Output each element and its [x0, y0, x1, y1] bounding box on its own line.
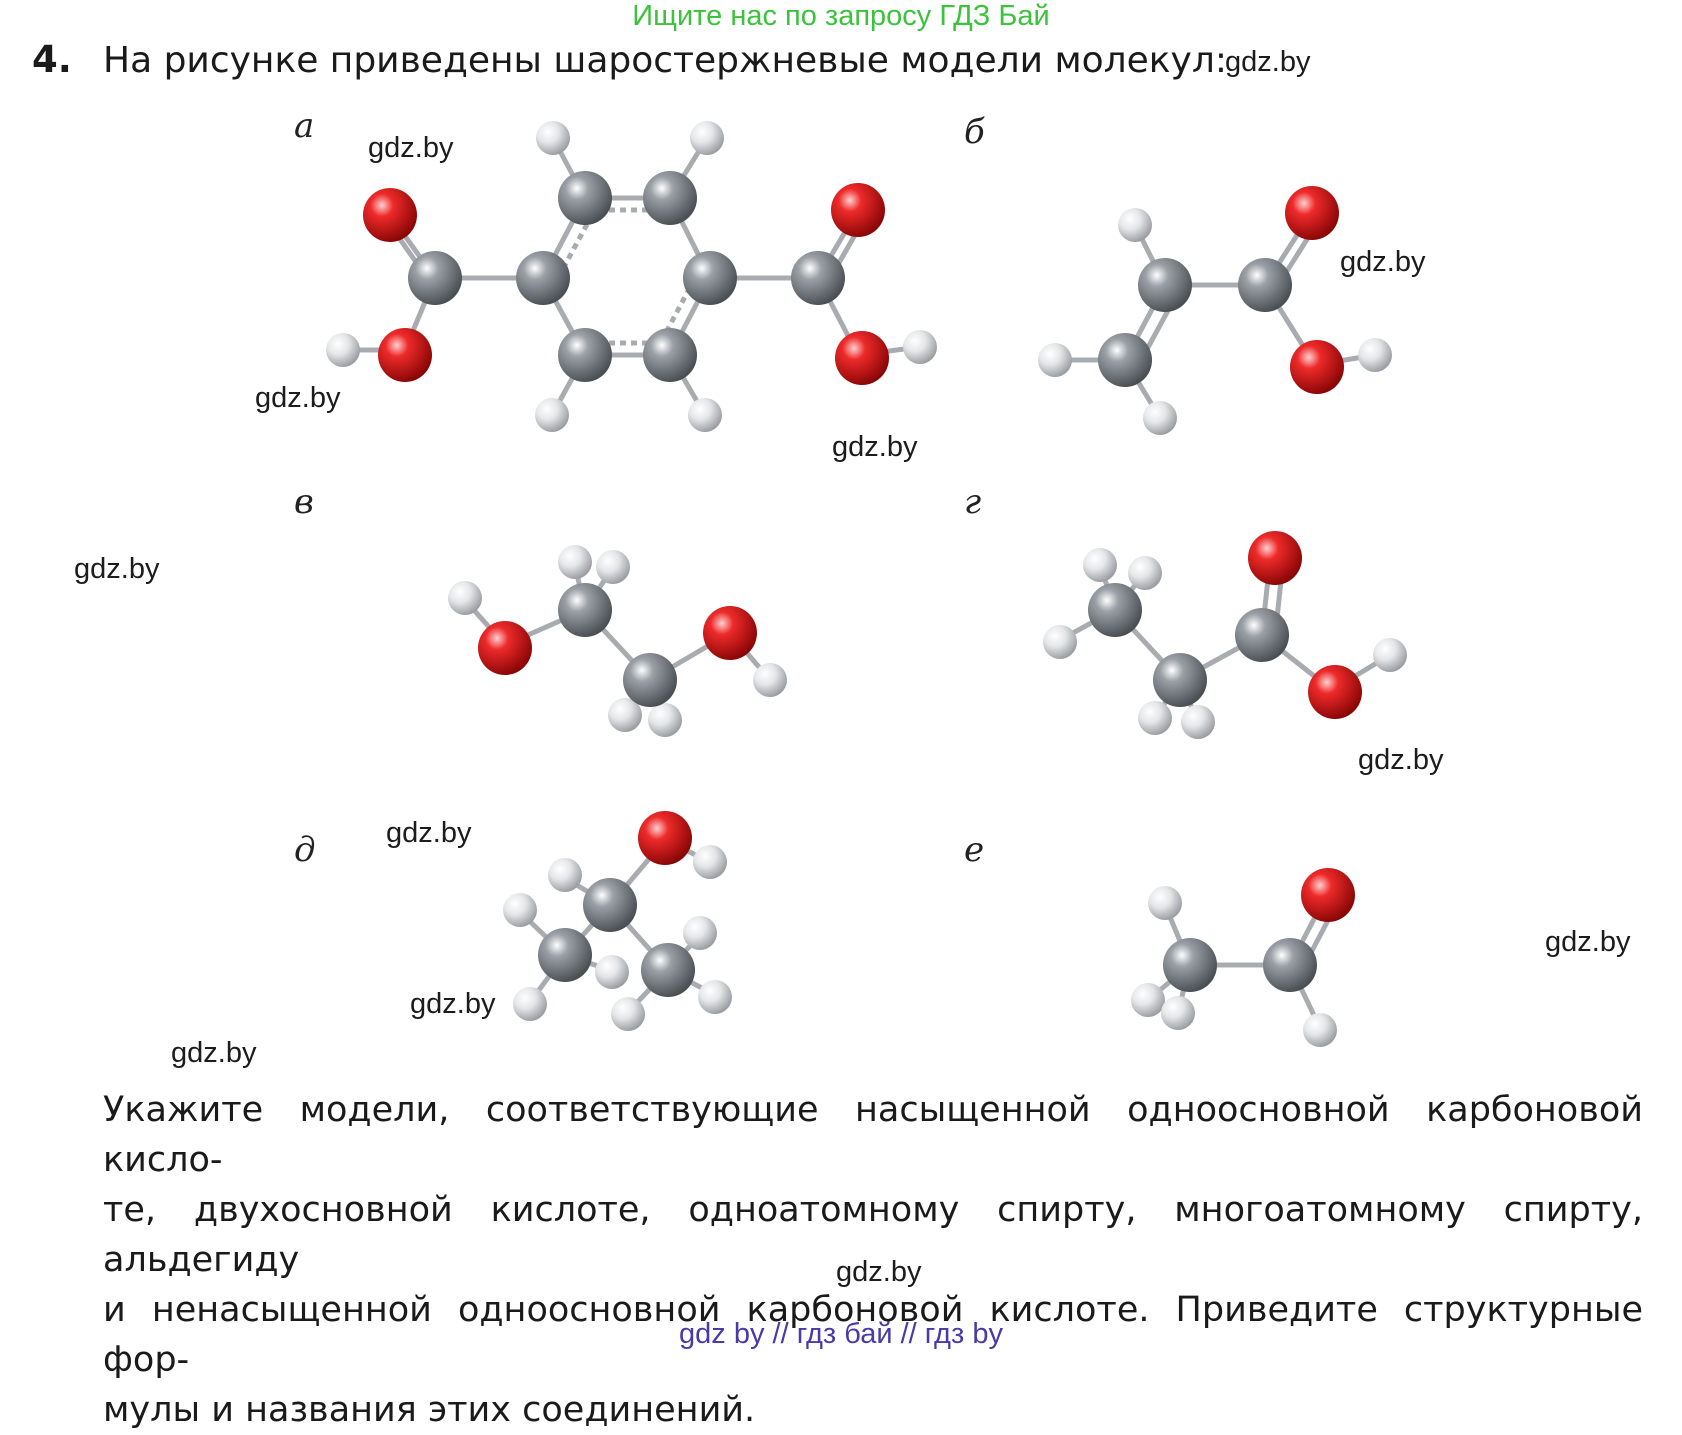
molecule-v-atoms: [448, 545, 787, 737]
model-label-v: в: [294, 482, 314, 522]
watermark: gdz.by: [171, 1037, 257, 1069]
question-line: Укажите модели, соответствующие насыщенн…: [103, 1090, 1643, 1180]
top-banner: Ищите нас по запросу ГДЗ Бай: [632, 0, 1050, 32]
watermark: gdz.by: [368, 132, 454, 164]
watermark: gdz.by: [410, 988, 496, 1020]
watermark: gdz.by: [1358, 744, 1444, 776]
watermark: gdz.by: [255, 382, 341, 414]
molecule-b-atoms: [1038, 186, 1392, 435]
footer-links: gdz by // гдз бай // гдз by: [679, 1318, 1003, 1350]
question-line: мулы и названия этих соединений.: [103, 1390, 756, 1430]
task-number: 4.: [32, 38, 72, 81]
molecule-d-atoms: [503, 811, 732, 1031]
model-label-g: г: [964, 482, 982, 522]
watermark: gdz.by: [1340, 246, 1426, 278]
watermark: gdz.by: [1545, 926, 1631, 958]
watermark: gdz.by: [1225, 46, 1311, 78]
molecule-e-atoms: [1131, 868, 1355, 1047]
model-label-a: а: [294, 106, 315, 146]
molecule-g-atoms: [1043, 531, 1407, 739]
model-label-d: д: [294, 830, 316, 870]
question-line: те, двухосновной кислоте, одноатомному с…: [103, 1190, 1643, 1280]
molecule-models: [326, 121, 1407, 1047]
molecule-a-atoms: [326, 121, 937, 432]
task-prompt: На рисунке приведены шаростержневые моде…: [103, 40, 1227, 81]
watermark: gdz.by: [386, 817, 472, 849]
watermark: gdz.by: [836, 1256, 922, 1288]
model-label-b: б: [964, 112, 985, 152]
watermark: gdz.by: [832, 431, 918, 463]
model-label-e: е: [964, 830, 985, 870]
question-text: Укажите модели, соответствующие насыщенн…: [103, 1085, 1643, 1435]
watermark: gdz.by: [74, 553, 160, 585]
